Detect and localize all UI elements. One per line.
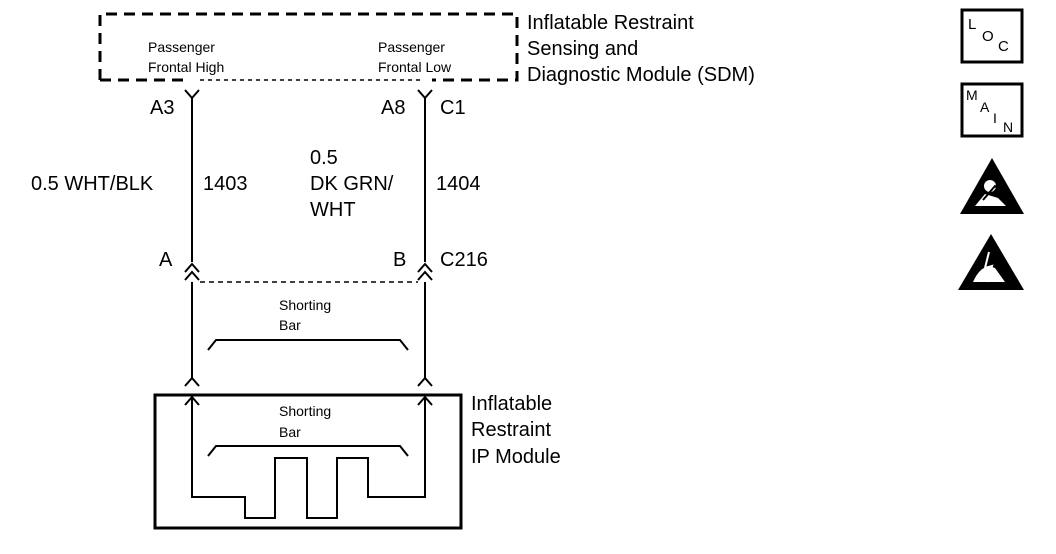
ip-module-title-line3: IP Module [471, 446, 561, 468]
wire-1403-color-label: 0.5 WHT/BLK [31, 173, 154, 195]
c216-pin-a-label: A [159, 249, 173, 271]
sdm-title-line1: Inflatable Restraint [527, 12, 694, 34]
c216-connector-label: C216 [440, 249, 488, 271]
main-letter-i: I [993, 110, 997, 126]
ip-shorting-bar-label-line2: Bar [279, 424, 301, 440]
sir-warning-icon[interactable] [960, 158, 1024, 214]
ip-shorting-bar [207, 445, 409, 457]
loc-letter-l: L [968, 16, 976, 33]
c216-shorting-bar-label-line1: Shorting [279, 297, 331, 313]
ip-module-pin-a [184, 395, 200, 406]
sdm-right-label-line1: Passenger [378, 39, 445, 55]
pin-a8-symbol [417, 89, 433, 100]
c216-pin-b-lower [417, 270, 433, 281]
c216-pin-b-upper [417, 262, 433, 273]
sdm-connector: A3 A8 C1 [150, 89, 466, 119]
wires: 0.5 WHT/BLK 1403 0.5 DK GRN/ WHT 1404 [31, 98, 481, 262]
esd-warning-icon[interactable] [958, 234, 1024, 290]
loc-icon[interactable]: L O C [960, 8, 1024, 64]
sdm-title-line2: Sensing and [527, 38, 638, 60]
connector-c216: A B C216 Shorting Bar [159, 249, 488, 387]
ip-module-pin-b [417, 395, 433, 406]
c216-shorting-bar-label-line2: Bar [279, 317, 301, 333]
wire-1404-color-label-line1: DK GRN/ [310, 173, 394, 195]
sdm-dashed-outline [98, 12, 519, 82]
sdm-left-label-line1: Passenger [148, 39, 215, 55]
sdm-module: Passenger Frontal High Passenger Frontal… [98, 12, 755, 86]
main-icon[interactable]: M A I N [960, 82, 1024, 138]
ip-module-outline [153, 393, 463, 530]
c216-pin-a-lower [184, 270, 200, 281]
loc-letter-o: O [982, 28, 994, 45]
main-letter-n: N [1003, 119, 1013, 135]
wire-1404-color-label-line2: WHT [310, 199, 356, 221]
c216-pin-b-label: B [393, 249, 406, 271]
c216-lower-pin-a [184, 376, 200, 387]
wire-1404-circuit-label: 1404 [436, 173, 481, 195]
ip-module-title-line2: Restraint [471, 419, 551, 441]
wire-1404-gauge-label: 0.5 [310, 147, 338, 169]
sdm-right-label-line2: Frontal Low [378, 59, 452, 75]
connector-c1-label: C1 [440, 97, 466, 119]
pin-a3-label: A3 [150, 97, 174, 119]
c216-shorting-bar [207, 339, 409, 351]
ip-shorting-bar-label-line1: Shorting [279, 403, 331, 419]
sdm-title-line3: Diagnostic Module (SDM) [527, 64, 755, 86]
pin-a3-symbol [184, 89, 200, 100]
ip-module-title-line1: Inflatable [471, 393, 552, 415]
main-letter-a: A [980, 99, 990, 115]
main-letter-m: M [966, 87, 978, 103]
sdm-left-label-line2: Frontal High [148, 59, 224, 75]
c216-pin-a-upper [184, 262, 200, 273]
wire-1403-circuit-label: 1403 [203, 173, 248, 195]
pin-a8-label: A8 [381, 97, 405, 119]
c216-lower-pin-b [417, 376, 433, 387]
ip-module: Shorting Bar Inflatable Restraint IP Mod… [153, 393, 561, 530]
ip-deployment-loop [191, 398, 426, 519]
loc-letter-c: C [998, 38, 1009, 55]
